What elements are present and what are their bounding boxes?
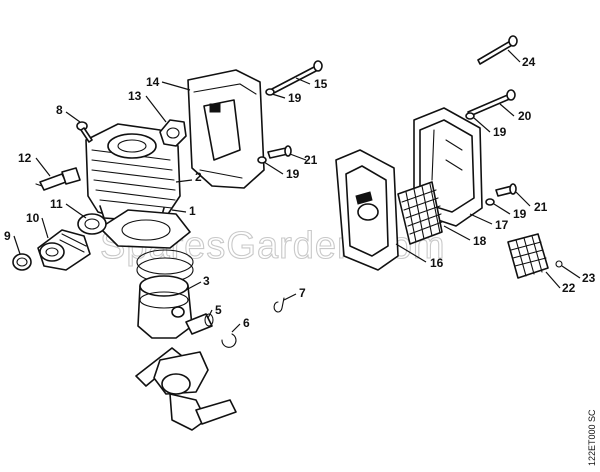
muffler-gasket: [159, 119, 187, 147]
callout-19-b: 19: [286, 167, 300, 181]
flange-gasket: [77, 213, 107, 235]
spark-arresting-screen: [397, 181, 443, 245]
muffler-shell: [335, 149, 399, 271]
callout-6: 6: [243, 316, 250, 330]
callout-2: 2: [195, 170, 202, 184]
crankshaft: [135, 347, 237, 431]
callout-7: 7: [299, 286, 306, 300]
piston-pin: [185, 313, 214, 335]
washer-19-right-lower: [485, 198, 495, 206]
screen-insert: [507, 233, 549, 279]
callout-18: 18: [473, 234, 487, 248]
leader-lines: [13, 49, 581, 333]
spark-plug: [35, 167, 81, 191]
callout-23: 23: [582, 271, 596, 285]
washer-19-right-upper: [465, 112, 475, 120]
hose-clamp: [12, 253, 32, 271]
callout-12: 12: [18, 151, 32, 165]
callout-24: 24: [522, 55, 536, 69]
muffler-screw-right: [495, 183, 517, 197]
callout-9: 9: [4, 229, 11, 243]
callout-21-a: 21: [304, 153, 318, 167]
muffler-screw-left: [267, 145, 292, 159]
callout-15: 15: [314, 77, 328, 91]
callout-13: 13: [128, 89, 142, 103]
muffler-bolt-right: [467, 89, 516, 117]
circlip: [221, 333, 237, 348]
callout-21-b: 21: [534, 200, 548, 214]
muffler-bolt-top: [477, 35, 518, 65]
callout-20: 20: [518, 109, 532, 123]
callout-11: 11: [50, 197, 63, 211]
cylinder-screw: [76, 121, 93, 143]
muffler-bolt-long: [265, 60, 323, 96]
muffler-front: [187, 69, 265, 189]
callout-1: 1: [189, 204, 196, 218]
callout-19-d: 19: [513, 207, 527, 221]
intake-manifold: [37, 229, 91, 271]
callout-numbers: 1 2 3 5 6 7 8 9 10 11 12 13 14 15 16 17 …: [4, 55, 596, 330]
callout-19-c: 19: [493, 125, 507, 139]
cylinder-gasket: [99, 209, 191, 249]
callout-16: 16: [430, 256, 444, 270]
piston: [137, 275, 193, 339]
callout-10: 10: [26, 211, 40, 225]
callout-8: 8: [56, 103, 63, 117]
washer-19-left-lower: [257, 156, 267, 164]
retainer-spring: [555, 260, 563, 268]
callout-17: 17: [495, 218, 509, 232]
drawing-code: 122ET000 SC: [587, 409, 597, 466]
callout-22: 22: [562, 281, 576, 295]
callout-19-a: 19: [288, 91, 302, 105]
hook-clip: [273, 297, 285, 313]
callout-14: 14: [146, 75, 160, 89]
callout-3: 3: [203, 274, 210, 288]
callout-5: 5: [215, 303, 222, 317]
